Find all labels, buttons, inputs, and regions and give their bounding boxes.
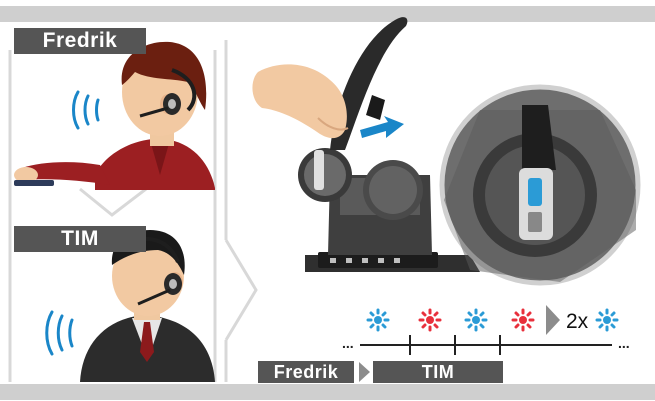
flow-to-label: TIM bbox=[373, 361, 503, 383]
caller-label-fredrik: Fredrik bbox=[14, 28, 146, 54]
fredrik-illustration bbox=[14, 42, 215, 190]
timeline-ellipsis-right: ... bbox=[618, 335, 630, 351]
arrow-right-icon bbox=[546, 305, 560, 335]
tim-illustration bbox=[80, 230, 215, 382]
sound-waves-icon bbox=[74, 92, 99, 128]
timeline-ellipsis-left: ... bbox=[342, 335, 354, 351]
repeat-count-label: 2x bbox=[566, 310, 589, 333]
led-flash-red-icon bbox=[420, 310, 440, 330]
led-flash-red-icon bbox=[513, 310, 533, 330]
led-sequence: ... ... bbox=[342, 305, 630, 355]
sound-waves-icon bbox=[47, 312, 72, 354]
base-station-illustration bbox=[252, 17, 480, 272]
led-flash-blue-icon bbox=[466, 310, 486, 330]
flow-arrow-icon bbox=[359, 362, 370, 382]
zoom-detail-illustration bbox=[442, 87, 638, 283]
caller-label-tim: TIM bbox=[14, 226, 146, 252]
flow-from-label: Fredrik bbox=[258, 361, 354, 383]
led-flash-blue-icon bbox=[597, 310, 617, 330]
led-flash-blue-icon bbox=[368, 310, 388, 330]
